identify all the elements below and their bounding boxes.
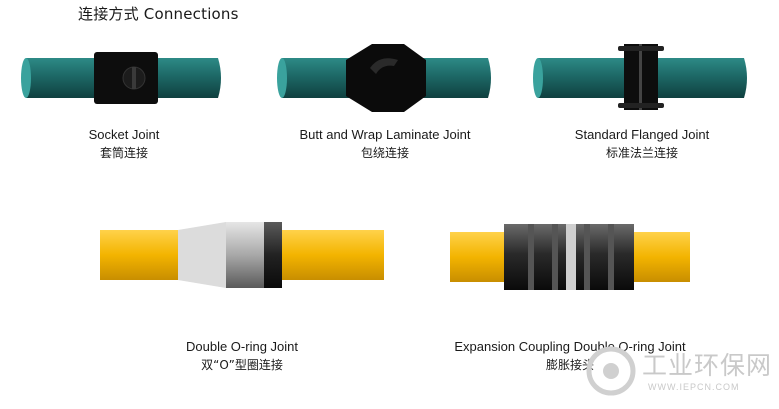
joint-label-zh: 双“O”型圈连接 [201,358,283,372]
joint-label-zh: 膨胀接头 [545,358,594,372]
page-title: 连接方式 Connections [78,5,239,23]
joint-label-zh: 标准法兰连接 [605,146,678,160]
socket-joint-image [21,52,221,104]
expansion-coupling-joint-image [450,224,690,290]
joint-label-zh: 包绕连接 [360,146,409,160]
joint-label-en: Standard Flanged Joint [574,127,710,142]
watermark: 工业环保网 WWW.IEPCN.COM [586,342,776,406]
butt-wrap-joint-image [277,44,491,112]
watermark-name: 工业环保网 [642,351,773,380]
double-o-ring-joint: Double O-ring Joint 双“O”型圈连接 [100,210,384,380]
butt-wrap-joint: Butt and Wrap Laminate Joint 包绕连接 [276,40,494,170]
flanged-joint-image [533,44,747,110]
socket-joint: Socket Joint 套筒连接 [18,40,230,170]
joint-label-en: Socket Joint [88,127,160,142]
expansion-coupling-joint: Expansion Coupling Double O-ring Joint 膨… [444,210,696,380]
joint-label-en: Double O-ring Joint [186,339,298,354]
flanged-joint: Standard Flanged Joint 标准法兰连接 [532,40,752,170]
joint-label-zh: 套筒连接 [99,146,148,160]
double-o-ring-joint-image [100,222,384,288]
watermark-logo-icon [586,346,636,396]
joint-label-en: Expansion Coupling Double O-ring Joint [454,339,686,354]
joint-label-en: Butt and Wrap Laminate Joint [299,127,471,142]
watermark-url: WWW.IEPCN.COM [648,382,740,392]
